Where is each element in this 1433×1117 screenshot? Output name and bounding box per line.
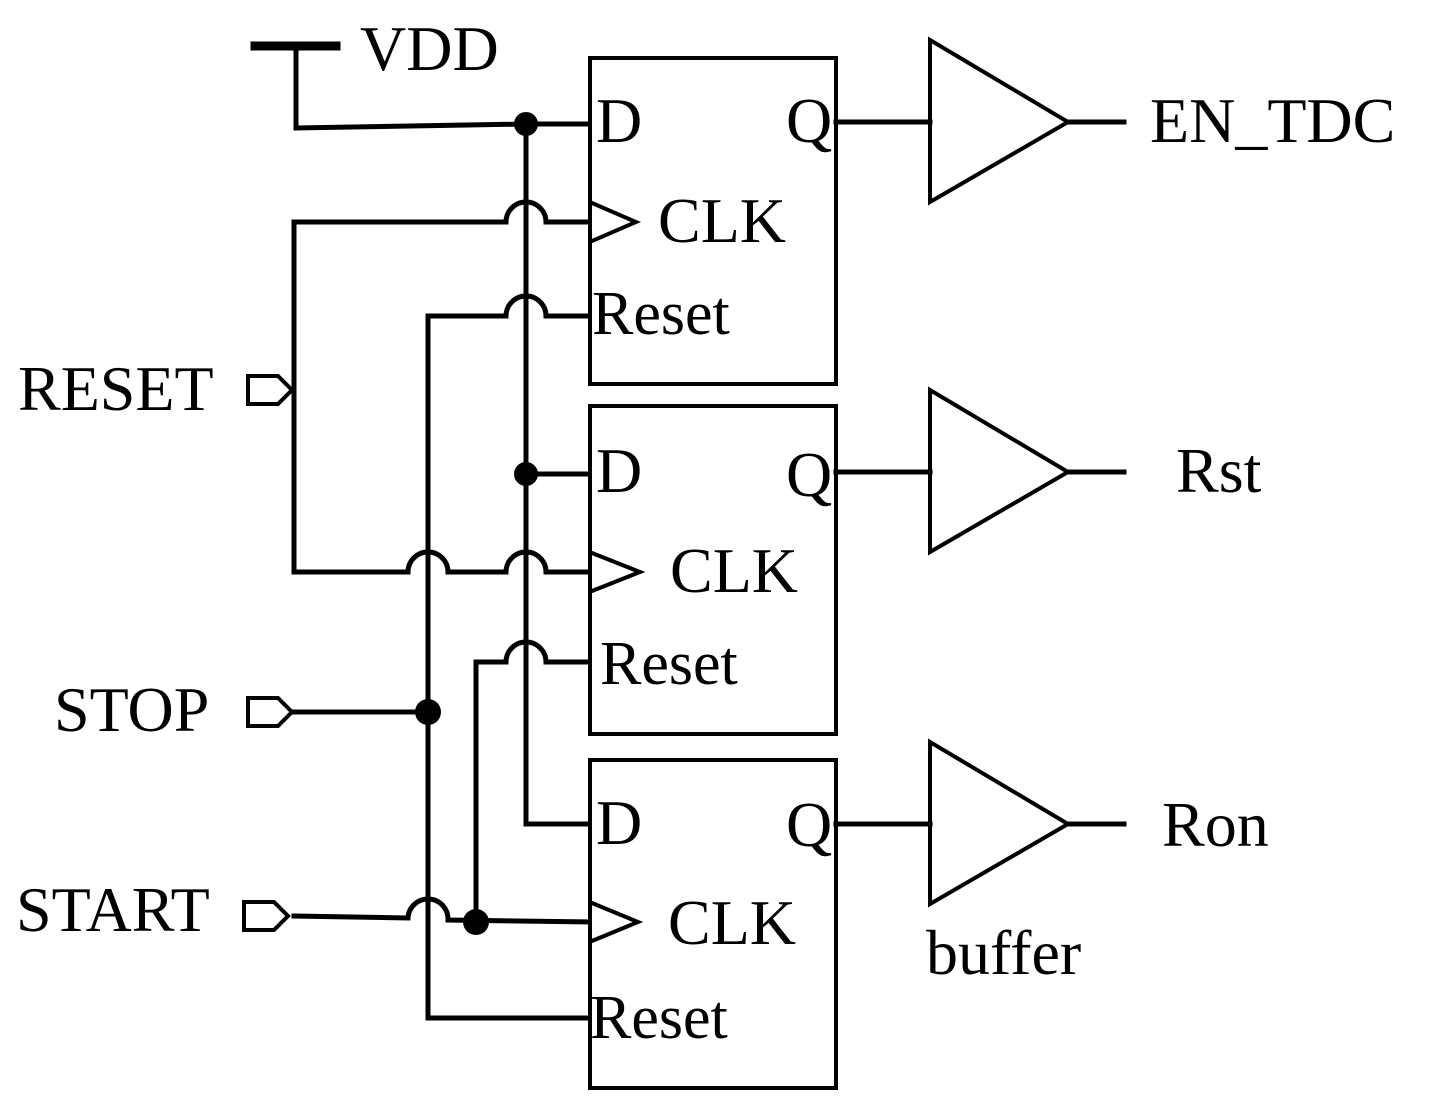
- buffer-label: buffer: [926, 917, 1081, 988]
- clk-pin-label: CLK: [668, 887, 796, 958]
- buffer-3: Ron buffer: [833, 738, 1269, 988]
- rst-output-label: Rst: [1176, 435, 1262, 506]
- reset-input-pin: RESET: [18, 353, 295, 424]
- ron-output-label: Ron: [1162, 789, 1269, 860]
- d-pin-label: D: [596, 435, 642, 506]
- vdd-supply: VDD: [250, 13, 529, 131]
- flip-flop-3: D Q CLK Reset: [588, 758, 838, 1090]
- flip-flop-2: D Q CLK Reset: [588, 404, 838, 736]
- junction-dot: [463, 909, 489, 935]
- d-pin-label: D: [596, 787, 642, 858]
- start-net: [291, 639, 595, 935]
- d-bus: [514, 112, 595, 827]
- vdd-label: VDD: [360, 13, 499, 84]
- reset-net: [291, 199, 595, 575]
- flip-flop-1: D Q CLK Reset: [588, 56, 838, 386]
- reset-pin-label: Reset: [600, 630, 738, 698]
- start-input-label: START: [16, 874, 210, 945]
- en-tdc-output-label: EN_TDC: [1150, 85, 1395, 156]
- start-input-pin: START: [16, 874, 291, 945]
- junction-dot: [415, 699, 441, 725]
- q-pin-label: Q: [786, 85, 832, 156]
- junction-dot: [514, 462, 538, 486]
- clk-pin-label: CLK: [658, 185, 786, 256]
- reset-pin-label: Reset: [592, 280, 730, 348]
- reset-pin-label: Reset: [590, 984, 728, 1052]
- q-pin-label: Q: [786, 439, 832, 510]
- buffer-2: Rst: [833, 386, 1262, 556]
- junction-dot: [514, 112, 538, 136]
- reset-input-label: RESET: [18, 353, 214, 424]
- clk-pin-label: CLK: [670, 535, 798, 606]
- stop-net: [291, 293, 595, 1021]
- stop-input-label: STOP: [54, 674, 209, 745]
- stop-input-pin: STOP: [54, 674, 295, 745]
- buffer-1: EN_TDC: [833, 36, 1395, 206]
- q-pin-label: Q: [786, 789, 832, 860]
- d-pin-label: D: [596, 85, 642, 156]
